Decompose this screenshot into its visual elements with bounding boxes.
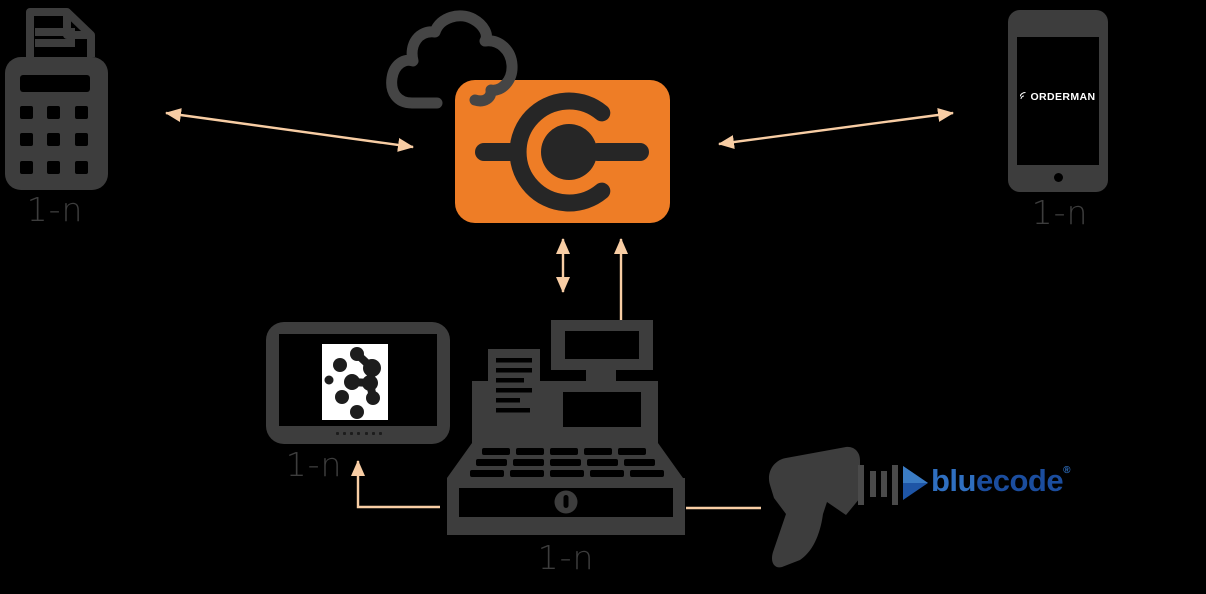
cash-register-icon: [447, 320, 685, 535]
smartphone-icon: ORDERMAN: [1008, 10, 1108, 192]
barcode-scanner-icon: [768, 446, 928, 568]
payment-terminal-icon: [5, 8, 108, 190]
cloud-icon: [386, 10, 518, 109]
terminal-count-label: 1-n: [26, 190, 84, 229]
arrow-cloud-phone: [718, 108, 954, 149]
cloud-pos-logo: [455, 80, 670, 223]
display-count-label: 1-n: [285, 445, 343, 484]
bluecode-mark-icon: [903, 466, 928, 500]
dots-molecule-logo: [324, 347, 381, 419]
arrow-terminal-cloud: [165, 108, 414, 152]
tablet-logo-panel: [322, 344, 388, 420]
phone-count-label: 1-n: [1031, 193, 1089, 232]
orderman-signal-icon: [1020, 92, 1027, 100]
registered-trademark: ®: [1063, 465, 1071, 476]
register-count-label: 1-n: [537, 538, 595, 577]
tablet-speaker-dots: [336, 432, 382, 435]
scan-lines: [858, 465, 898, 505]
bluecode-text-dark: ecode: [976, 463, 1064, 498]
bluecode-text-light: blu: [931, 463, 977, 498]
phone-home-button: [1054, 173, 1063, 182]
arrow-register-display: [351, 460, 440, 509]
tablet-icon: [266, 322, 450, 444]
phone-screen: ORDERMAN: [1017, 37, 1099, 165]
orderman-label: ORDERMAN: [1030, 91, 1096, 103]
